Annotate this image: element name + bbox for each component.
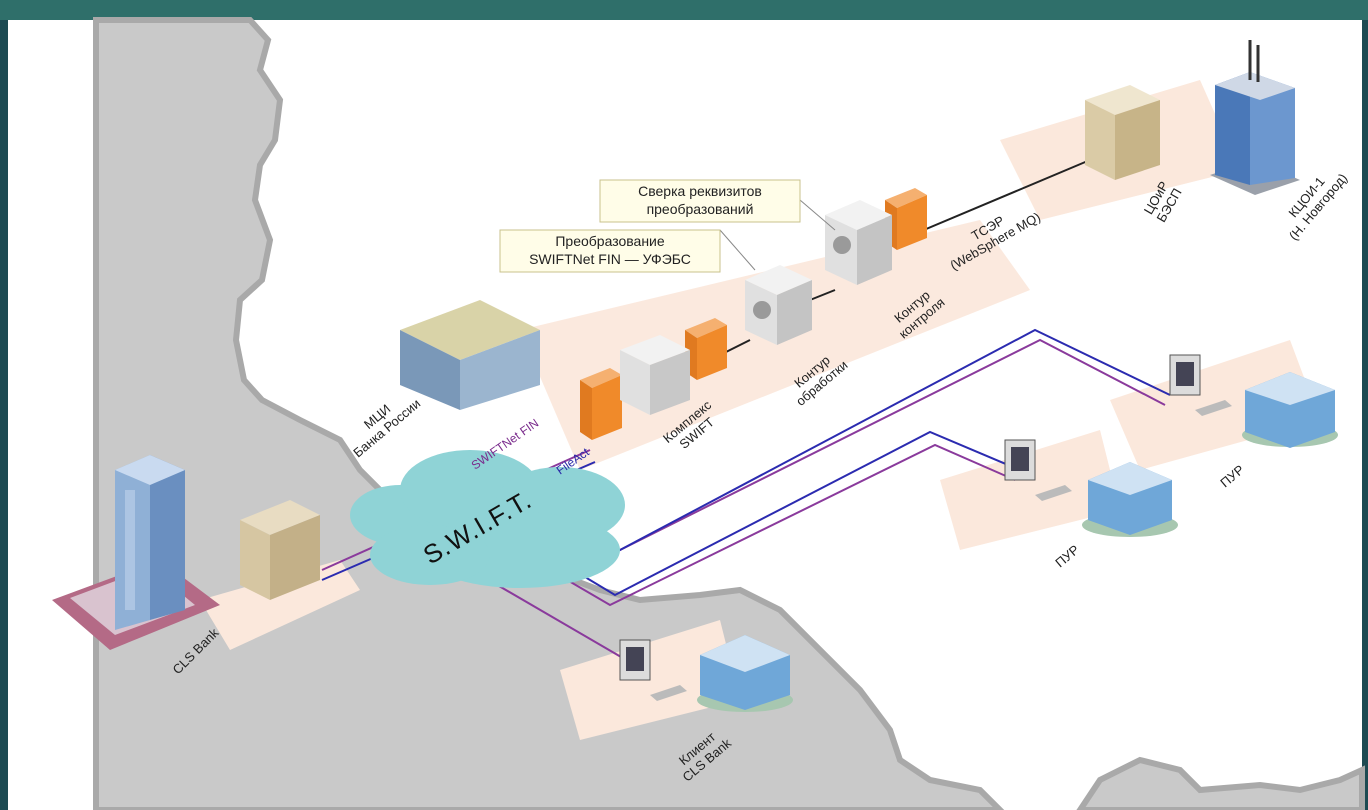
mci-building [400, 300, 540, 410]
ktsoi-building [1210, 40, 1300, 195]
callout-preobr-line1: Преобразование [555, 233, 665, 249]
top-banner [0, 0, 1368, 20]
platform-cls [200, 560, 360, 650]
cls-server [240, 500, 320, 600]
callout-sverka-line2: преобразований [647, 201, 754, 217]
pur-2-workstation [1004, 439, 1072, 501]
pur-1-building [1242, 372, 1338, 448]
map-region-right [1076, 756, 1365, 810]
firewall-1 [580, 368, 622, 440]
pur-2-building [1082, 462, 1178, 537]
swift-complex-server [620, 335, 690, 415]
line-proc-control [809, 289, 836, 301]
callout-sverka: Сверка реквизитов преобразований [599, 179, 836, 231]
callout-preobr: Преобразование SWIFTNet FIN — УФЭБС [499, 229, 756, 273]
client-workstation [619, 639, 687, 701]
control-server [825, 200, 892, 285]
swift-cloud: S.W.I.F.T. [350, 450, 625, 588]
callout-sverka-line1: Сверка реквизитов [638, 183, 762, 199]
tsoir-server [1085, 85, 1160, 180]
client-building [697, 635, 793, 712]
pur-1-workstation [1169, 354, 1232, 416]
label-tsoir: ЦОиР БЭСП [1141, 179, 1185, 225]
platform-pur2 [940, 430, 1120, 550]
processing-server [745, 265, 812, 345]
cls-bank-building [52, 455, 220, 650]
line-tser [899, 159, 1091, 241]
callout-preobr-line2: SWIFTNet FIN — УФЭБС [529, 251, 691, 267]
